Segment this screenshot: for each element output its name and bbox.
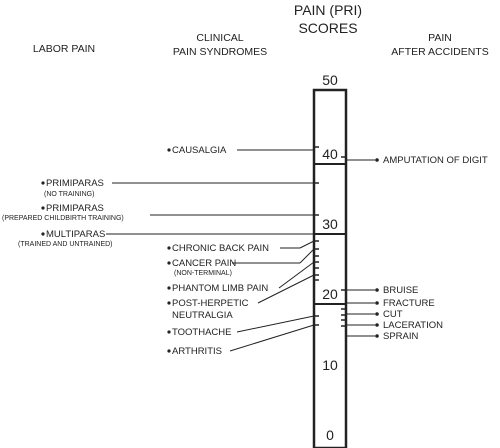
clinical-item-toothache: TOOTHACHE — [172, 327, 231, 338]
clinical-leader-phantom-limb-pain — [278, 261, 315, 289]
clinical-leader-chronic-back-pain — [299, 240, 315, 249]
clinical-item-phantom-limb-pain: PHANTOM LIMB PAIN — [172, 283, 268, 294]
tick-label-20: 20 — [322, 286, 338, 302]
clinical-leader-post-herpetic — [257, 274, 315, 304]
clinical-item-arthritis: ARTHRITIS — [172, 346, 222, 357]
accidents-header-line1: PAIN — [428, 32, 452, 44]
labor-item-primiparas-prepared: PRIMIPARAS — [46, 203, 104, 214]
clinical-item-chronic-back-pain: CHRONIC BACK PAIN — [172, 243, 269, 254]
clinical-item-neutralgia: NEUTRALGIA — [172, 310, 233, 321]
tick-label-40: 40 — [322, 146, 338, 162]
accidents-header-line2: AFTER ACCIDENTS — [391, 46, 488, 58]
scores-header-line2: SCORES — [298, 20, 357, 36]
clinical-item-causalgia: CAUSALGIA — [172, 145, 227, 156]
labor-item-multiparas: MULTIPARAS — [46, 229, 105, 240]
clinical-item-post-herpetic: POST-HERPETIC — [172, 298, 249, 309]
accident-item-amputation-of-digit: AMPUTATION OF DIGIT — [383, 155, 488, 166]
tick-label-30: 30 — [322, 216, 338, 232]
accident-item-laceration: LACERATION — [383, 320, 443, 331]
clinical-note-non-terminal: (NON-TERMINAL) — [174, 270, 232, 277]
score-scale-bar — [312, 88, 348, 448]
accident-item-bruise: BRUISE — [383, 285, 418, 296]
accident-item-sprain: SPRAIN — [383, 331, 419, 342]
clinical-item-cancer-pain: CANCER PAIN — [172, 258, 236, 269]
clinical-leader-cancer-pain — [299, 248, 315, 264]
accident-item-fracture: FRACTURE — [383, 298, 435, 309]
labor-note-prepared-training: (PREPARED CHILDBIRTH TRAINING) — [2, 215, 124, 222]
labor-pain-header: LABOR PAIN — [33, 43, 95, 55]
scores-header-line1: PAIN (PRI) — [294, 2, 362, 18]
clinical-header-line2: PAIN SYNDROMES — [173, 46, 267, 58]
tick-label-0: 0 — [326, 427, 334, 443]
tick-label-50: 50 — [322, 72, 338, 88]
labor-note-trained-untrained: (TRAINED AND UNTRAINED) — [18, 241, 113, 248]
tick-label-10: 10 — [322, 357, 338, 373]
clinical-leader-arthritis — [229, 324, 315, 352]
clinical-leader-toothache — [236, 315, 315, 333]
clinical-header-line1: CLINICAL — [196, 32, 243, 44]
labor-note-no-training: (NO TRAINING) — [44, 191, 94, 198]
accident-item-cut: CUT — [383, 309, 403, 320]
labor-item-primiparas-no-training: PRIMIPARAS — [46, 178, 104, 189]
